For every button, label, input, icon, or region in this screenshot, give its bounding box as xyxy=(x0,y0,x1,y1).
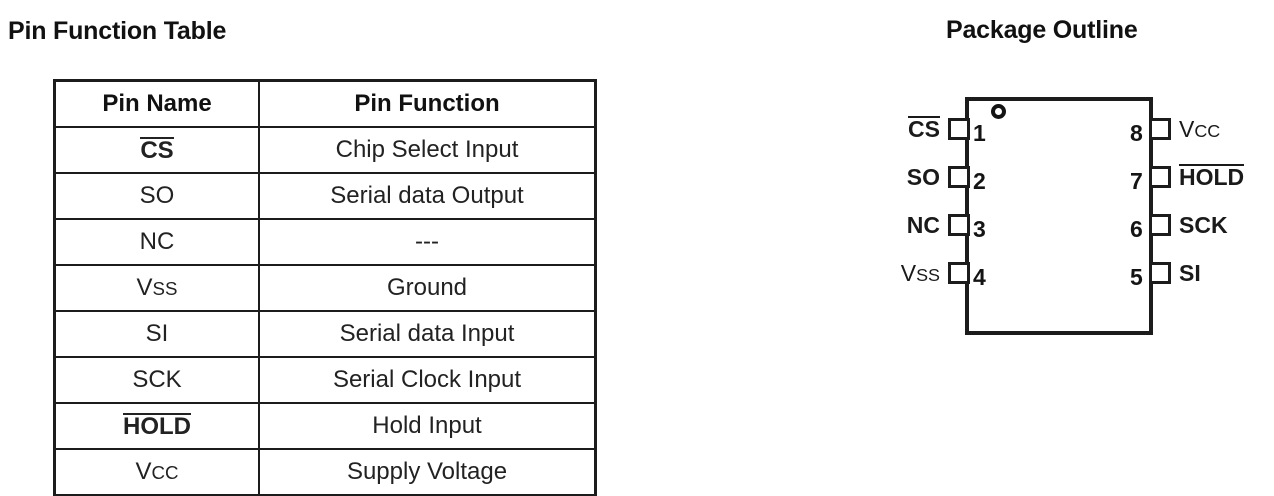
pin-1-left: CS xyxy=(860,116,970,142)
cell-pin-function: Ground xyxy=(258,264,596,312)
pin-lead-square xyxy=(1149,262,1171,284)
pin-label-hold: HOLD xyxy=(1179,164,1245,190)
cell-pin-name: VCC xyxy=(54,448,260,496)
pin-lead-square xyxy=(948,214,970,236)
pin-label-si: SI xyxy=(1179,259,1201,286)
pin-number-6: 6 xyxy=(1130,216,1143,242)
pin-label-vcc: VCC xyxy=(1179,115,1221,142)
pin-lead-square xyxy=(948,118,970,140)
pin-lead-square xyxy=(1149,118,1171,140)
cell-pin-function: Serial Clock Input xyxy=(258,356,596,404)
pin-4-left: VSS xyxy=(860,260,970,286)
pin-lead-square xyxy=(948,166,970,188)
cell-pin-name: VSS xyxy=(54,264,260,312)
cell-pin-function: Hold Input xyxy=(258,402,596,450)
column-header-pin-function: Pin Function xyxy=(258,80,596,128)
page-title-package-outline: Package Outline xyxy=(946,16,1138,44)
package-outline-diagram: CS SO NC VSS VCC HOLD SCK SI 1 2 3 4 8 7 6 5 xyxy=(860,90,1270,360)
cell-pin-name: SCK xyxy=(54,356,260,404)
pin1-dot-icon xyxy=(991,104,1006,119)
pin-lead-square xyxy=(948,262,970,284)
pin-label-nc: NC xyxy=(906,211,940,238)
pin-label-cs: CS xyxy=(908,116,940,142)
column-header-pin-name: Pin Name xyxy=(54,80,260,128)
pin-lead-square xyxy=(1149,166,1171,188)
chip-body-outline xyxy=(965,97,1153,335)
pin-number-3: 3 xyxy=(973,216,986,242)
pin-lead-square xyxy=(1149,214,1171,236)
pin-8-right: VCC xyxy=(1149,116,1274,142)
pin-6-right: SCK xyxy=(1149,212,1274,238)
cell-pin-function: Serial data Input xyxy=(258,310,596,358)
pin-2-left: SO xyxy=(860,164,970,190)
cell-pin-function: --- xyxy=(258,218,596,266)
pin-7-right: HOLD xyxy=(1149,164,1274,190)
page-title-pin-function-table: Pin Function Table xyxy=(8,17,227,45)
pin-number-8: 8 xyxy=(1130,120,1143,146)
cell-pin-name: NC xyxy=(54,218,260,266)
pin-number-2: 2 xyxy=(973,168,986,194)
cell-pin-name: SI xyxy=(54,310,260,358)
pin-5-right: SI xyxy=(1149,260,1274,286)
pin-number-1: 1 xyxy=(973,120,986,146)
pin-label-so: SO xyxy=(906,163,940,190)
pin-number-7: 7 xyxy=(1130,168,1143,194)
pin-label-sck: SCK xyxy=(1179,211,1228,238)
cell-pin-name: HOLD xyxy=(54,402,260,450)
cell-pin-function: Serial data Output xyxy=(258,172,596,220)
pin-3-left: NC xyxy=(860,212,970,238)
table-header-row: Pin Name Pin Function xyxy=(54,80,596,128)
cell-pin-function: Chip Select Input xyxy=(258,126,596,174)
pin-number-5: 5 xyxy=(1130,264,1143,290)
cell-pin-name: CS xyxy=(54,126,260,174)
table-head: Pin Name Pin Function xyxy=(54,80,596,128)
cell-pin-function: Supply Voltage xyxy=(258,448,596,496)
pin-label-vss: VSS xyxy=(900,259,940,286)
table-row: NC--- xyxy=(54,218,596,266)
cell-pin-name: SO xyxy=(54,172,260,220)
pin-number-4: 4 xyxy=(973,264,986,290)
